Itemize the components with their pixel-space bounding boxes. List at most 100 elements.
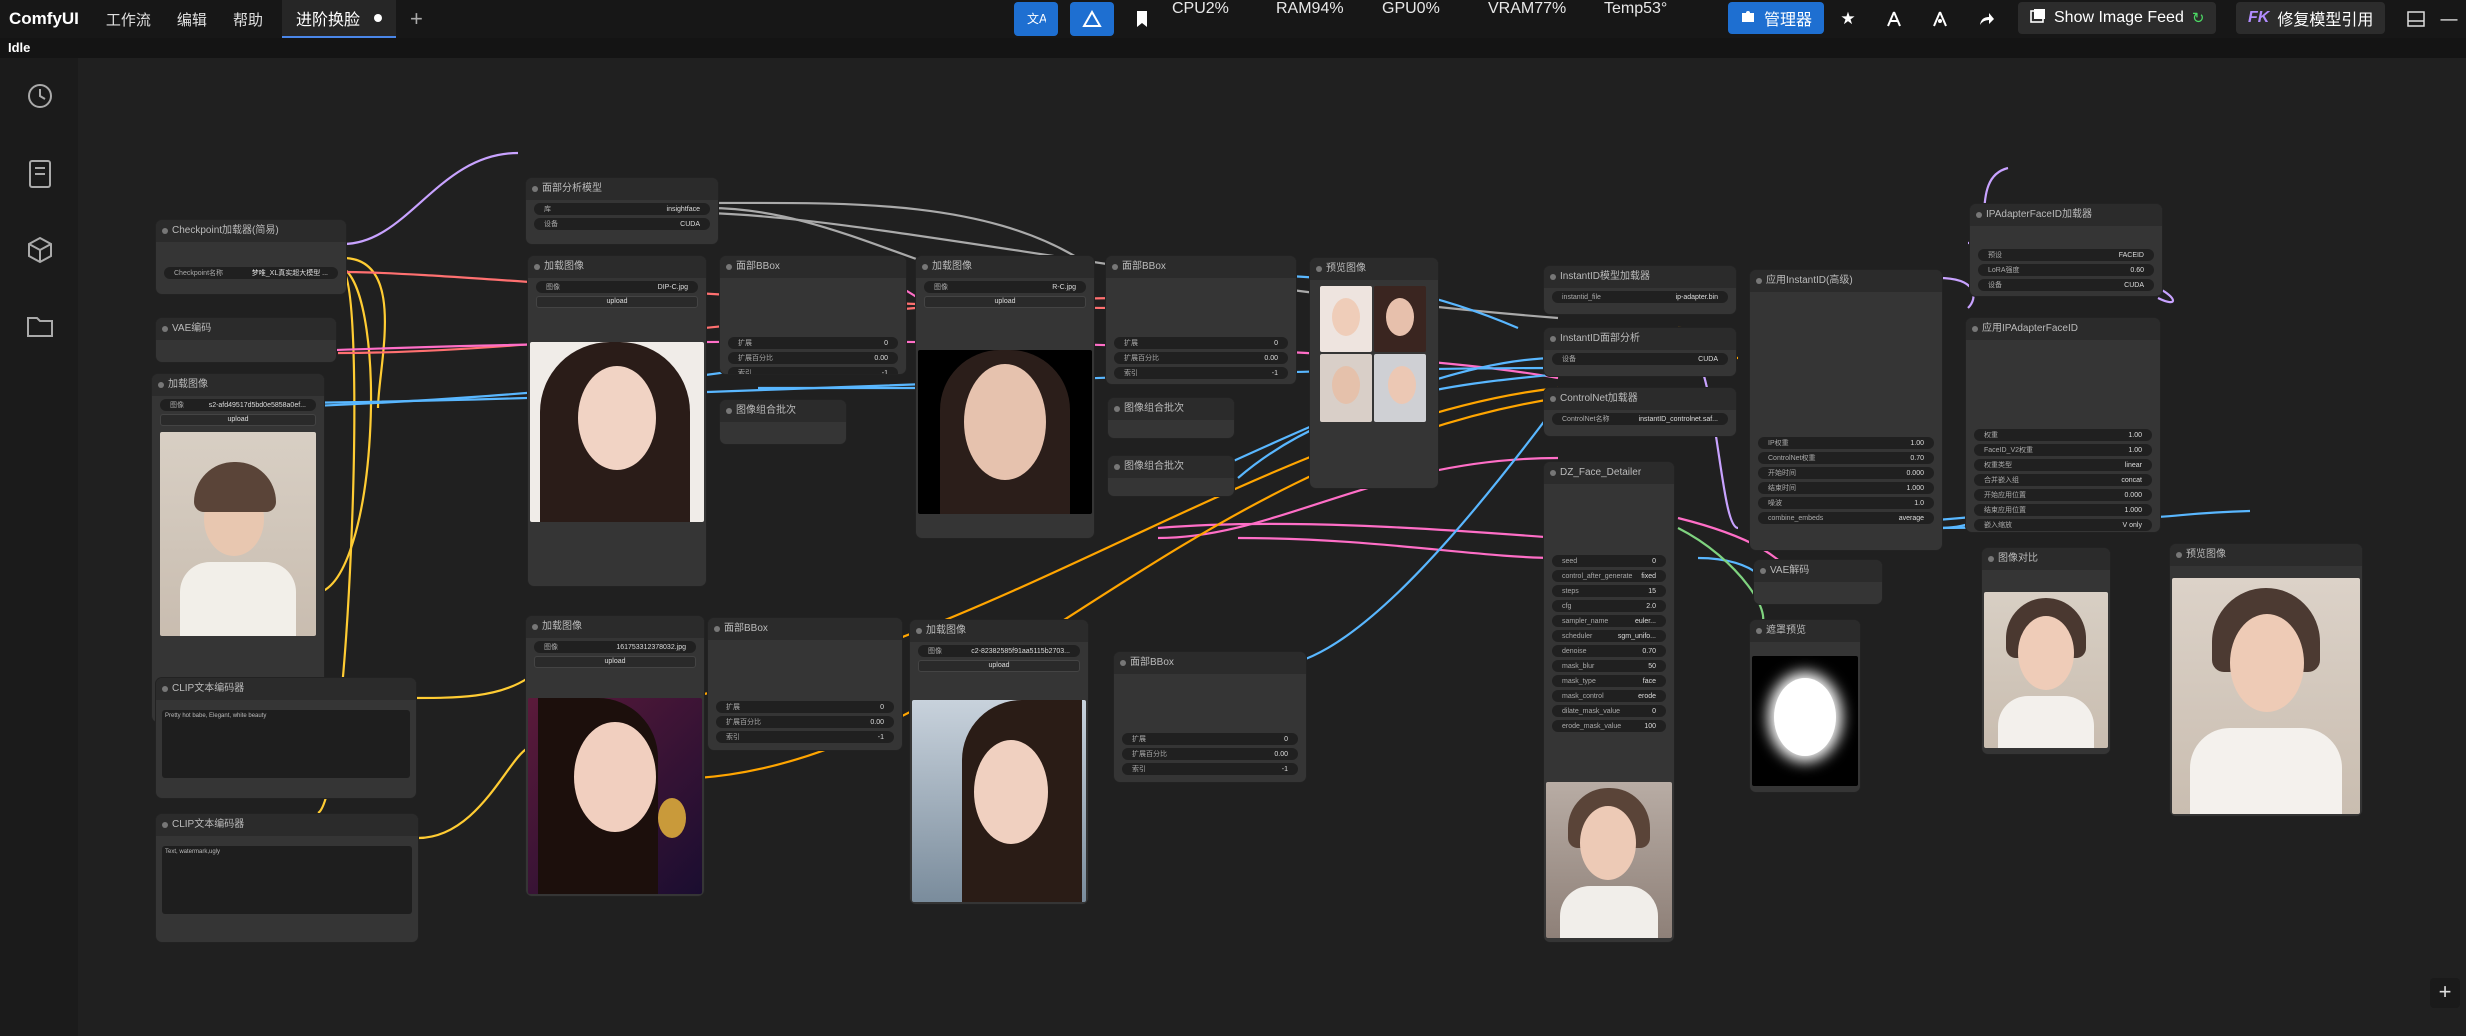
prompt-textarea[interactable]: Pretty hot babe, Elegant, white beauty [162, 710, 410, 778]
show-image-feed-button[interactable]: Show Image Feed ↻ [2018, 2, 2217, 34]
workflow-tab[interactable]: 进阶换脸 [281, 0, 396, 38]
triangle-icon[interactable] [1070, 2, 1114, 36]
book-icon[interactable] [22, 156, 58, 192]
fix-model-refs-button[interactable]: FK 修复模型引用 [2236, 2, 2386, 34]
vae-decode-node[interactable]: VAE解码 [1754, 560, 1882, 604]
index-widget[interactable]: 索引-1 [728, 367, 898, 374]
preview-image-node-final[interactable]: 预览图像 [2170, 544, 2362, 816]
menu-edit[interactable]: 编辑 [176, 11, 207, 29]
node-canvas[interactable]: Checkpoint加载器(简易) Checkpoint名称梦唯_XL真实超大模… [78, 58, 2466, 1036]
upload-button[interactable]: upload [536, 296, 698, 308]
app-logo[interactable]: ComfyUI [9, 9, 79, 28]
mask-preview-node[interactable]: 遮罩预览 [1750, 620, 1860, 792]
share-node-icon[interactable] [1872, 2, 1916, 36]
vae-node[interactable]: VAE编码 [156, 318, 336, 362]
index-widget[interactable]: 索引-1 [1122, 763, 1298, 775]
upload-button[interactable]: upload [160, 414, 316, 426]
menu-help[interactable]: 帮助 [232, 11, 263, 29]
index-widget[interactable]: 索引-1 [1114, 367, 1288, 379]
image-compare-node[interactable]: 图像对比 [1982, 548, 2110, 754]
panel-toggle-icon[interactable] [2394, 2, 2438, 36]
ckpt-name-widget[interactable]: Checkpoint名称梦唯_XL真实超大模型 ... [164, 267, 338, 279]
checkpoint-loader-node[interactable]: Checkpoint加载器(简易) Checkpoint名称梦唯_XL真实超大模… [156, 220, 346, 294]
zoom-in-button[interactable]: + [2430, 978, 2460, 1008]
bookmark-icon[interactable] [1120, 2, 1164, 36]
share-arrow-icon[interactable] [1964, 2, 2008, 36]
star-icon[interactable]: ★ [1840, 9, 1856, 28]
clip-text-node-1[interactable]: CLIP文本编码器 Pretty hot babe, Elegant, whit… [156, 678, 416, 798]
upload-button[interactable]: upload [918, 660, 1080, 672]
negative-prompt-textarea[interactable]: Text, watermark,ugly [162, 846, 412, 914]
image-batch-node-1[interactable]: 图像组合批次 [720, 400, 846, 444]
index-widget[interactable]: 索引-1 [716, 731, 894, 743]
translate-icon[interactable]: 文A [1014, 2, 1058, 36]
folder-icon[interactable] [22, 308, 58, 344]
image-batch-node-2[interactable]: 图像组合批次 [1108, 398, 1234, 438]
manager-button[interactable]: 管理器 [1728, 2, 1825, 34]
preview-image-node-1[interactable]: 预览图像 [1310, 258, 1438, 488]
minimize-icon[interactable]: — [2440, 9, 2458, 28]
history-icon[interactable] [22, 78, 58, 114]
clip-text-node-2[interactable]: CLIP文本编码器 Text, watermark,ugly [156, 814, 418, 942]
image-batch-node-3[interactable]: 图像组合批次 [1108, 456, 1234, 496]
upload-button[interactable]: upload [924, 296, 1086, 308]
menu-workflow[interactable]: 工作流 [105, 11, 151, 29]
new-tab-button[interactable]: + [409, 6, 423, 31]
